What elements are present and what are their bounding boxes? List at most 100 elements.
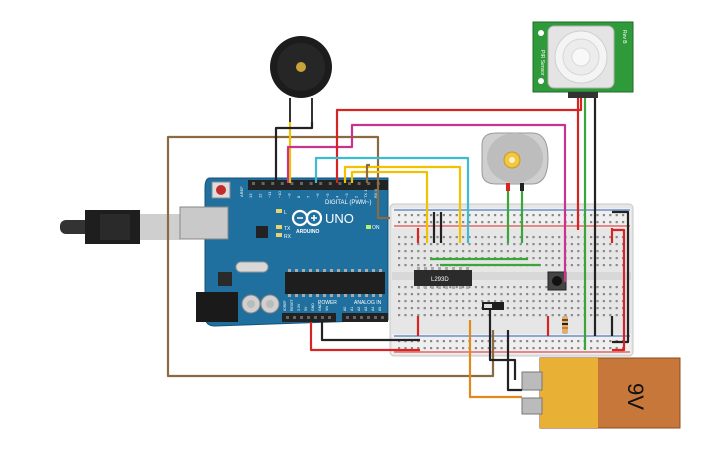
digital-pin	[357, 182, 361, 185]
bb-rail-hole	[602, 214, 605, 217]
bb-hole	[545, 307, 548, 310]
bb-rail-hole	[494, 347, 497, 350]
power-pin	[286, 316, 289, 319]
bb-hole	[602, 257, 605, 260]
bb-rail-hole	[487, 340, 490, 343]
bb-hole	[570, 264, 573, 267]
bb-hole	[602, 243, 605, 246]
bb-hole	[558, 250, 561, 253]
mcu-pin	[288, 294, 291, 297]
pir-hole-2	[538, 78, 544, 84]
bb-rail-hole	[526, 340, 529, 343]
bb-hole	[494, 243, 497, 246]
bb-hole	[532, 314, 535, 317]
digital-pin-label: ~9	[286, 193, 291, 198]
mcu-pin	[323, 294, 326, 297]
bb-rail-hole	[609, 214, 612, 217]
bb-rail-hole	[519, 347, 522, 350]
bb-rail-hole	[545, 347, 548, 350]
bb-hole	[519, 307, 522, 310]
bb-rail-hole	[545, 340, 548, 343]
bb-hole	[410, 286, 413, 289]
bb-hole	[417, 257, 420, 260]
bb-hole	[462, 243, 465, 246]
digital-pin-label: 12	[258, 193, 263, 198]
bb-hole	[602, 286, 605, 289]
bb-hole	[487, 286, 490, 289]
bb-rail-hole	[468, 221, 471, 224]
bb-hole	[545, 250, 548, 253]
bb-hole	[558, 300, 561, 303]
bb-rail-hole	[615, 347, 618, 350]
bb-hole	[423, 300, 426, 303]
bb-hole	[602, 250, 605, 253]
bb-hole	[590, 264, 593, 267]
bb-hole	[468, 307, 471, 310]
bb-hole	[506, 250, 509, 253]
driver-pin	[445, 286, 448, 289]
bb-hole	[596, 307, 599, 310]
bb-hole	[398, 300, 401, 303]
bb-rail-hole	[398, 214, 401, 217]
bb-rail-hole	[602, 221, 605, 224]
bb-hole	[404, 257, 407, 260]
bb-hole	[526, 300, 529, 303]
mcu-pin	[365, 294, 368, 297]
bb-rail-hole	[577, 340, 580, 343]
bb-rail-hole	[558, 347, 561, 350]
bb-hole	[538, 236, 541, 239]
mcu-pin	[337, 294, 340, 297]
bb-hole	[538, 300, 541, 303]
bb-hole	[545, 286, 548, 289]
bb-hole	[468, 243, 471, 246]
bb-hole	[410, 243, 413, 246]
bb-rail-hole	[462, 347, 465, 350]
bb-hole	[506, 307, 509, 310]
bb-rail-hole	[442, 221, 445, 224]
bb-hole	[538, 243, 541, 246]
bb-hole	[590, 236, 593, 239]
bb-rail-hole	[455, 221, 458, 224]
digital-pin-label: ~5	[325, 193, 330, 198]
digital-pin-label: ~11	[267, 191, 272, 198]
digital-pin	[290, 182, 294, 185]
mcu-pin	[330, 294, 333, 297]
push-button	[547, 271, 567, 291]
bb-hole	[570, 286, 573, 289]
wire-battery-black	[506, 330, 522, 392]
bb-hole	[436, 286, 439, 289]
bb-hole	[430, 293, 433, 296]
analog-pin-label: A5	[378, 307, 382, 311]
bb-hole	[609, 264, 612, 267]
bb-rail-hole	[410, 221, 413, 224]
bb-hole	[417, 264, 420, 267]
bb-rail-hole	[481, 340, 484, 343]
bb-hole	[468, 236, 471, 239]
aref-label: AREF	[239, 186, 244, 197]
power-pin-label: IOREF	[283, 300, 287, 311]
bb-rail-hole	[474, 214, 477, 217]
wire-brown-short	[365, 163, 370, 183]
bb-hole	[436, 300, 439, 303]
mcu-pin	[302, 294, 305, 297]
bb-rail-hole	[532, 347, 535, 350]
digital-pin	[261, 182, 265, 185]
bb-hole	[513, 236, 516, 239]
bb-rail-hole	[532, 340, 535, 343]
bb-hole	[455, 307, 458, 310]
bb-rail-hole	[622, 221, 625, 224]
bb-hole	[519, 286, 522, 289]
bb-hole	[398, 307, 401, 310]
bb-hole	[558, 243, 561, 246]
bb-hole	[449, 314, 452, 317]
bb-hole	[430, 250, 433, 253]
digital-pin-label: 4	[334, 195, 339, 198]
bb-hole	[538, 293, 541, 296]
microcontroller-chip	[285, 272, 385, 294]
bb-hole	[423, 257, 426, 260]
wire-brown	[166, 135, 495, 378]
bb-hole	[532, 257, 535, 260]
mcu-pin	[309, 294, 312, 297]
bb-hole	[590, 314, 593, 317]
